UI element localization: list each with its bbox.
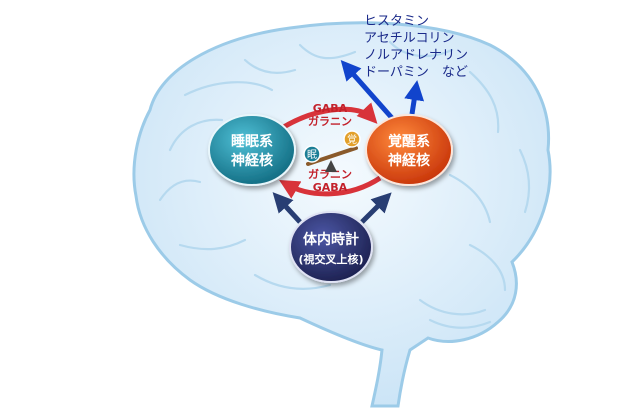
neurotransmitter-line-3: ノルアドレナリン bbox=[364, 48, 468, 63]
clock-to-sleep-arrow bbox=[272, 192, 302, 224]
top-arrow-label-2: ガラニン bbox=[308, 114, 352, 128]
sleep-node-line-1: 睡眠系 bbox=[231, 133, 273, 150]
seesaw: 眠 覚 bbox=[303, 130, 361, 172]
clock-node-line-2: (視交叉上核) bbox=[298, 252, 363, 266]
wake-to-sleep-arrow bbox=[279, 175, 382, 199]
sleep-node-line-2: 神経核 bbox=[231, 152, 273, 169]
sleep-nucleus-node: 睡眠系 神経核 bbox=[208, 114, 296, 186]
wake-output-arrow-right bbox=[404, 80, 425, 115]
wake-node-line-1: 覚醒系 bbox=[388, 133, 430, 150]
seesaw-sleep-badge bbox=[303, 145, 321, 163]
sleep-to-wake-arrow bbox=[280, 102, 378, 131]
top-arrow-label-1: GABA bbox=[313, 102, 348, 115]
wake-output-arrow-left bbox=[340, 60, 394, 120]
clock-node-line-1: 体内時計 bbox=[303, 231, 359, 248]
neurotransmitter-line-1: ヒスタミン bbox=[364, 14, 429, 29]
clock-to-wake-arrow bbox=[360, 192, 392, 224]
seesaw-wake-label: 覚 bbox=[347, 133, 357, 146]
neurotransmitter-line-2: アセチルコリン bbox=[364, 31, 454, 46]
bottom-arrow-label-2: GABA bbox=[313, 181, 348, 194]
brain-folds bbox=[158, 40, 531, 329]
bottom-arrow-label-1: ガラニン bbox=[308, 167, 352, 181]
seesaw-sleep-label: 眠 bbox=[307, 149, 317, 161]
circadian-clock-node: 体内時計 (視交叉上核) bbox=[289, 211, 373, 283]
neurotransmitter-line-4: ドーパミン など bbox=[364, 65, 468, 80]
seesaw-pivot bbox=[325, 160, 337, 172]
neurotransmitter-list: ヒスタミン アセチルコリン ノルアドレナリン ドーパミン など bbox=[364, 14, 468, 80]
seesaw-wake-badge bbox=[343, 130, 361, 148]
wake-node-line-2: 神経核 bbox=[388, 152, 430, 169]
wake-nucleus-node: 覚醒系 神経核 bbox=[365, 114, 453, 186]
